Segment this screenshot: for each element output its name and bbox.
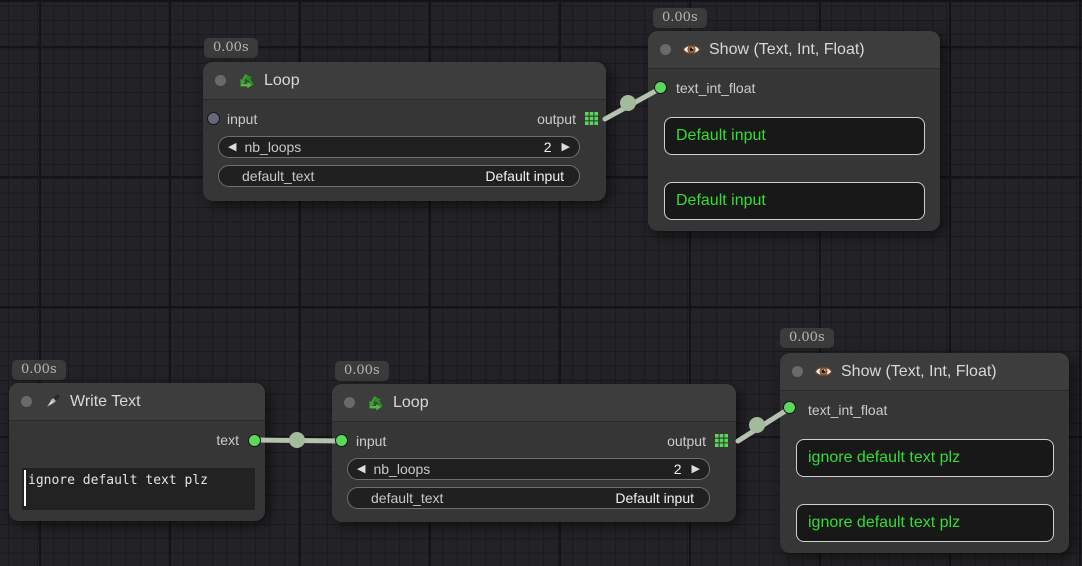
input-slot-label: text_int_float <box>808 402 888 418</box>
default-text-widget[interactable]: default_text Default input <box>218 165 580 187</box>
input-slot-label: input <box>227 111 258 127</box>
result-textbox[interactable]: ignore default text plz <box>796 439 1054 477</box>
node-loop-bottom[interactable]: Loop input output ◀ nb_loops 2 ▶ default… <box>332 384 736 522</box>
decrement-arrow-icon[interactable]: ◀ <box>228 140 237 153</box>
node-loop-top-titlebar[interactable]: Loop <box>203 62 606 100</box>
widget-value: 2 <box>673 461 682 477</box>
increment-arrow-icon[interactable]: ▶ <box>691 462 700 475</box>
node-title: Loop <box>264 71 300 89</box>
node-show-bottom-titlebar[interactable]: Show (Text, Int, Float) <box>780 353 1069 391</box>
recycle-icon <box>237 71 256 90</box>
widget-label: nb_loops <box>373 461 431 477</box>
output-grid-slot-icon[interactable] <box>585 112 598 125</box>
wire-midpoint-dot[interactable] <box>289 432 305 448</box>
collapse-dot-icon[interactable] <box>21 396 32 407</box>
input-slot-label: text_int_float <box>676 80 756 96</box>
wire-midpoint-dot[interactable] <box>749 417 765 433</box>
output-slot-label: output <box>667 433 706 449</box>
widget-label: nb_loops <box>244 139 302 155</box>
output-grid-slot-icon[interactable] <box>715 434 728 447</box>
node-loop-bottom-titlebar[interactable]: Loop <box>332 384 736 422</box>
collapse-dot-icon[interactable] <box>215 75 226 86</box>
eye-icon <box>814 362 833 381</box>
eye-icon <box>682 40 701 59</box>
result-textbox[interactable]: ignore default text plz <box>796 504 1054 542</box>
timer-badge: 0.00s <box>653 8 707 28</box>
output-slot-dot-write-text[interactable] <box>248 434 261 447</box>
text-input-area[interactable]: ignore default text plz <box>22 468 255 510</box>
pen-icon <box>43 392 62 411</box>
node-show-bottom[interactable]: Show (Text, Int, Float) text_int_float i… <box>780 353 1069 553</box>
node-title: Write Text <box>70 392 141 410</box>
node-show-top-titlebar[interactable]: Show (Text, Int, Float) <box>648 31 940 69</box>
output-slot-label: text <box>216 432 239 448</box>
node-show-top[interactable]: Show (Text, Int, Float) text_int_float D… <box>648 31 940 231</box>
widget-value: Default input <box>485 168 564 184</box>
collapse-dot-icon[interactable] <box>660 44 671 55</box>
widget-value: 2 <box>543 139 552 155</box>
widget-label: default_text <box>242 168 315 184</box>
input-slot-dot-loop-bottom[interactable] <box>335 434 348 447</box>
input-slot-dot-show-top[interactable] <box>654 81 667 94</box>
widget-label: default_text <box>371 490 444 506</box>
node-write-text[interactable]: Write Text text ignore default text plz <box>9 383 265 521</box>
text-cursor <box>24 470 26 506</box>
input-slot-label: input <box>356 433 387 449</box>
node-write-text-titlebar[interactable]: Write Text <box>9 383 265 421</box>
timer-badge: 0.00s <box>780 328 834 348</box>
nb-loops-widget[interactable]: ◀ nb_loops 2 ▶ <box>347 458 710 480</box>
node-title: Loop <box>393 393 429 411</box>
node-title: Show (Text, Int, Float) <box>709 40 865 58</box>
output-slot-label: output <box>537 111 576 127</box>
timer-badge: 0.00s <box>204 38 258 58</box>
increment-arrow-icon[interactable]: ▶ <box>561 140 570 153</box>
node-loop-top[interactable]: Loop input output ◀ nb_loops 2 ▶ default… <box>203 62 606 201</box>
nb-loops-widget[interactable]: ◀ nb_loops 2 ▶ <box>218 136 580 158</box>
result-textbox[interactable]: Default input <box>664 117 925 155</box>
timer-badge: 0.00s <box>12 360 66 380</box>
collapse-dot-icon[interactable] <box>792 366 803 377</box>
widget-value: Default input <box>615 490 694 506</box>
default-text-widget[interactable]: default_text Default input <box>347 487 710 509</box>
wire-write-text-to-loop-bottom <box>251 437 345 444</box>
collapse-dot-icon[interactable] <box>344 397 355 408</box>
decrement-arrow-icon[interactable]: ◀ <box>357 462 366 475</box>
textarea-content: ignore default text plz <box>28 473 209 488</box>
input-slot-dot-loop-top[interactable] <box>207 112 220 125</box>
wire-midpoint-dot[interactable] <box>620 95 636 111</box>
node-title: Show (Text, Int, Float) <box>841 362 997 380</box>
input-slot-dot-show-bottom[interactable] <box>783 401 796 414</box>
result-textbox[interactable]: Default input <box>664 182 925 220</box>
timer-badge: 0.00s <box>335 361 389 381</box>
recycle-icon <box>366 393 385 412</box>
